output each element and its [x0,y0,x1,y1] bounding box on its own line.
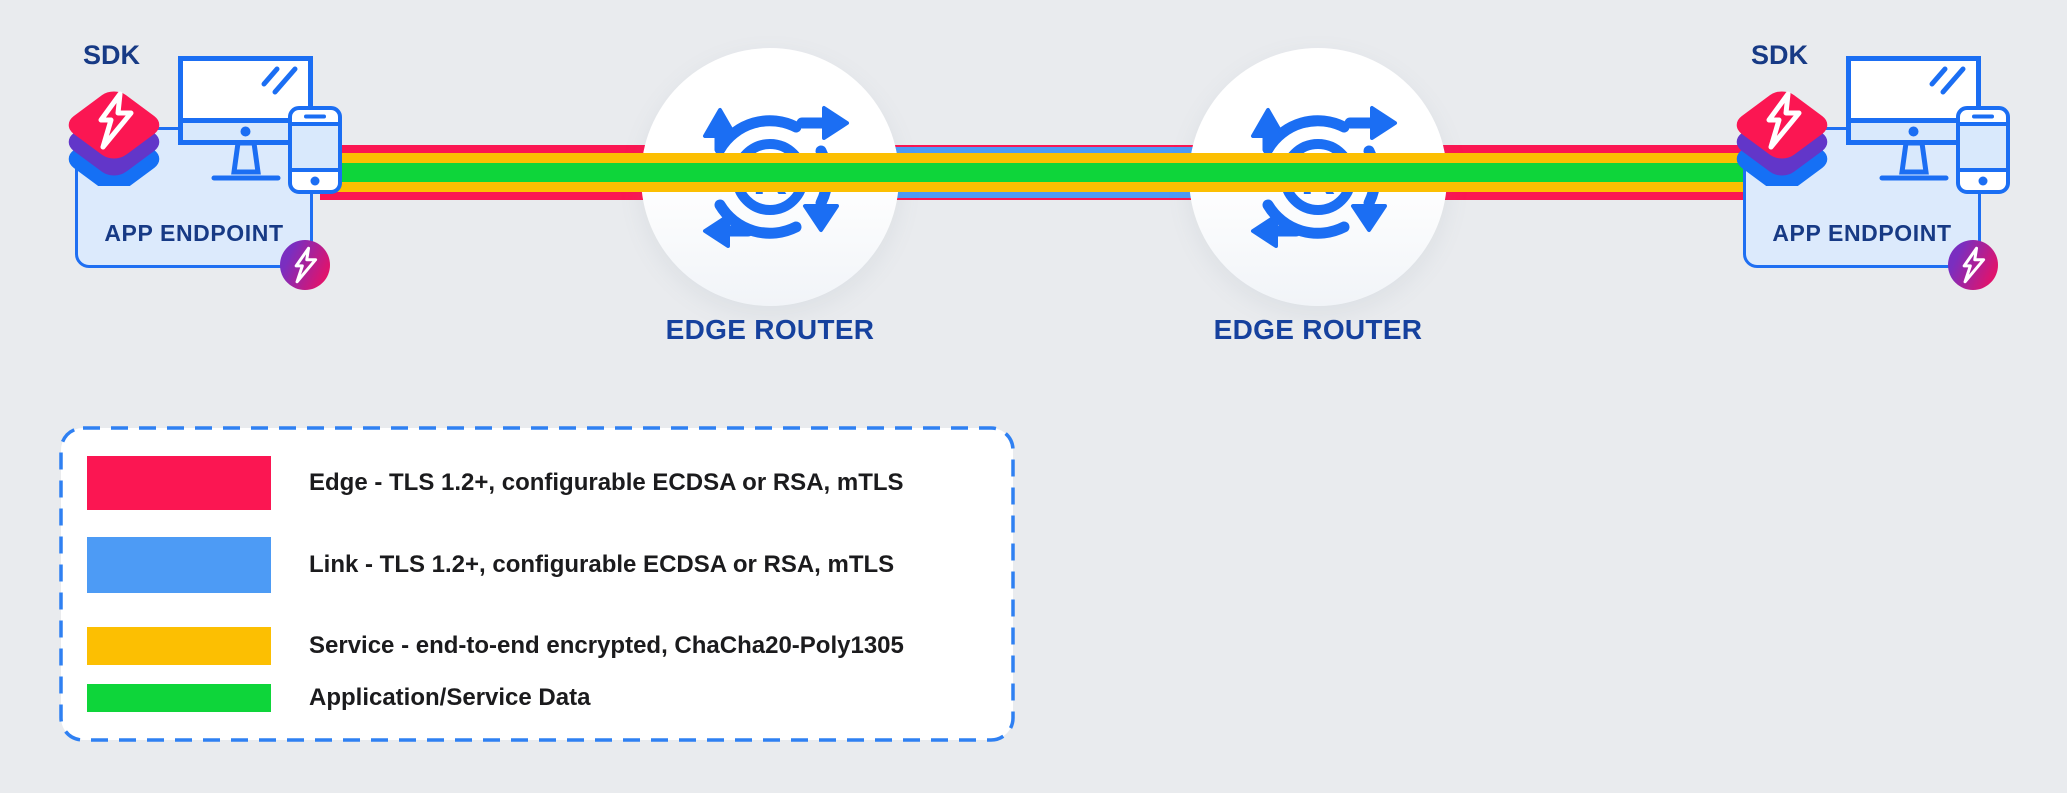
legend-swatch-service [87,627,271,665]
app-data-line [320,163,1760,182]
lightning-bolt-icon [1766,91,1802,150]
phone-icon [288,106,342,194]
lightning-bolt-icon [98,91,134,150]
sdk-label: SDK [83,40,141,70]
sdk-stack-icon [1736,91,1828,186]
app-endpoint-left: APP ENDPOINT SDK [55,36,355,306]
sdk-stack-icon [68,91,160,186]
lightning-bolt-icon [1962,246,1986,284]
app-endpoint-label: APP ENDPOINT [104,220,284,246]
app-endpoint-right: APP ENDPOINT SDK [1723,36,2023,306]
legend-swatch-appdata [87,684,271,712]
phone-icon [1956,106,2010,194]
legend-dashed-border [59,426,1015,742]
link-line-bottom [770,190,1318,198]
lightning-bolt-icon [294,246,318,284]
service-line-top [320,153,1760,163]
monitor-icon [178,56,313,181]
service-line-bottom [320,182,1760,192]
legend-label-service: Service - end-to-end encrypted, ChaCha20… [309,632,904,659]
ziti-badge [1948,240,1998,290]
app-endpoint-box [75,127,313,268]
monitor-icon [1846,56,1981,181]
legend-label-edge: Edge - TLS 1.2+, configurable ECDSA or R… [309,469,904,496]
legend: Edge - TLS 1.2+, configurable ECDSA or R… [59,426,1015,742]
legend-label-link: Link - TLS 1.2+, configurable ECDSA or R… [309,551,895,578]
sdk-label: SDK [1751,40,1809,70]
legend-swatch-link [87,537,271,593]
legend-swatch-edge [87,456,271,510]
ziti-badge [280,240,330,290]
app-endpoint-label: APP ENDPOINT [1772,220,1952,246]
edge-router-right-label: EDGE ROUTER [1213,314,1423,345]
edge-router-left-label: EDGE ROUTER [665,314,875,345]
legend-label-appdata: Application/Service Data [309,684,591,711]
link-line-top [770,147,1318,155]
